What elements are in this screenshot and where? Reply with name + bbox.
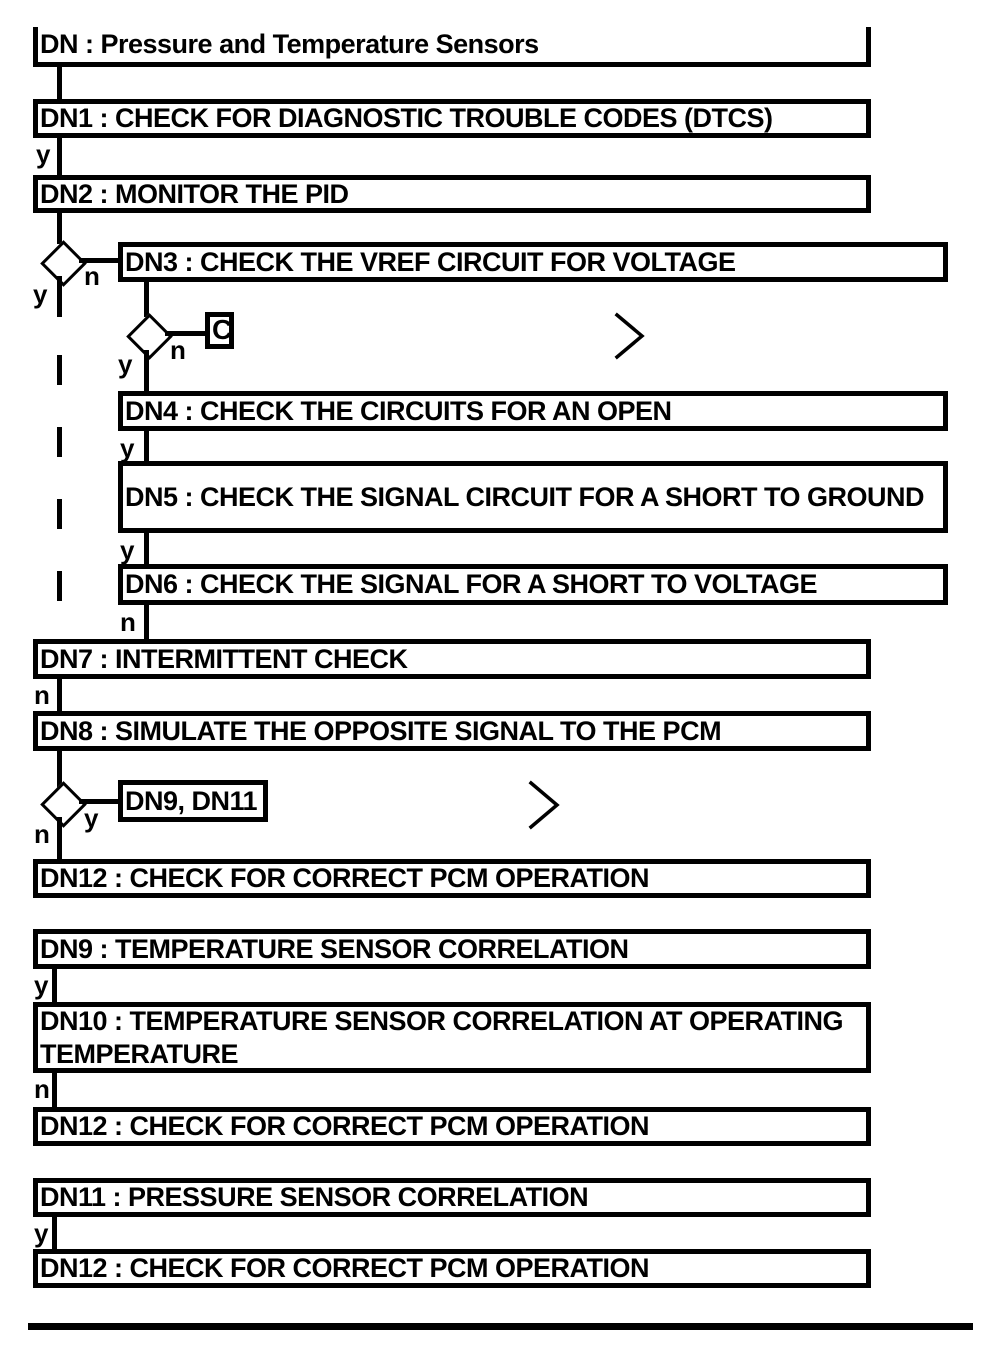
node-dn1-label: DN1 : CHECK FOR DIAGNOSTIC TROUBLE CODES… (40, 103, 773, 134)
connector-line (57, 817, 62, 860)
branch-label-yes: y (33, 279, 48, 309)
dashed-connector-line (57, 355, 62, 639)
connector-line (57, 212, 62, 244)
connector-c-label: C (212, 314, 232, 346)
branch-label-no: n (34, 680, 50, 710)
node-dn10-label: DN10 : TEMPERATURE SENSOR CORRELATION AT… (40, 1005, 844, 1069)
node-dn12-label: DN12 : CHECK FOR CORRECT PCM OPERATION (40, 863, 650, 894)
node-dn2: DN2 : MONITOR THE PID (33, 175, 871, 213)
connector-line (79, 258, 119, 263)
connector-line (79, 799, 119, 804)
branch-label-no: n (170, 335, 186, 365)
branch-label-no: n (34, 1074, 50, 1104)
connector-line (57, 750, 62, 788)
branch-label-no: n (34, 819, 50, 849)
branch-label-yes: y (118, 349, 133, 379)
connector-line (144, 350, 149, 393)
connector-line (144, 430, 149, 462)
connector-line (144, 604, 149, 640)
connector-line (57, 137, 62, 176)
node-dn8-label: DN8 : SIMULATE THE OPPOSITE SIGNAL TO TH… (40, 715, 722, 746)
branch-label-yes: y (120, 433, 135, 463)
connector-line (57, 66, 62, 100)
node-dn12-a: DN12 : CHECK FOR CORRECT PCM OPERATION (33, 859, 871, 898)
branch-label-no: n (84, 261, 100, 291)
node-dn9: DN9 : TEMPERATURE SENSOR CORRELATION (33, 929, 871, 969)
node-dn4-label: DN4 : CHECK THE CIRCUITS FOR AN OPEN (125, 395, 672, 426)
branch-label-yes: y (84, 803, 99, 833)
connector-line (52, 968, 57, 1003)
connector-c: C (205, 312, 234, 349)
connector-line (52, 1072, 57, 1108)
chevron-right-icon (614, 312, 645, 360)
node-dn8: DN8 : SIMULATE THE OPPOSITE SIGNAL TO TH… (33, 711, 871, 751)
connector-line (165, 331, 205, 336)
node-dn12-c: DN12 : CHECK FOR CORRECT PCM OPERATION (33, 1249, 871, 1288)
node-dn7-label: DN7 : INTERMITTENT CHECK (40, 643, 408, 674)
connector-line (57, 678, 62, 712)
branch-label-no: n (120, 607, 136, 637)
node-dn5: DN5 : CHECK THE SIGNAL CIRCUIT FOR A SHO… (118, 461, 948, 533)
branch-label-yes: y (120, 535, 135, 565)
node-dn11-label: DN11 : PRESSURE SENSOR CORRELATION (40, 1182, 589, 1213)
node-dn1: DN1 : CHECK FOR DIAGNOSTIC TROUBLE CODES… (33, 99, 871, 138)
node-dn3: DN3 : CHECK THE VREF CIRCUIT FOR VOLTAGE (118, 242, 948, 282)
node-dn12-b: DN12 : CHECK FOR CORRECT PCM OPERATION (33, 1107, 871, 1146)
decision-diamond-dn2 (40, 240, 87, 287)
node-dn3-label: DN3 : CHECK THE VREF CIRCUIT FOR VOLTAGE (125, 246, 736, 277)
node-dn6-label: DN6 : CHECK THE SIGNAL FOR A SHORT TO VO… (125, 569, 818, 600)
connector-line (144, 281, 149, 317)
chevron-right-icon (528, 780, 560, 830)
bottom-divider (28, 1323, 973, 1330)
branch-label-yes: y (34, 1218, 49, 1248)
flowchart-title-label: DN : Pressure and Temperature Sensors (40, 29, 539, 60)
node-dn2-label: DN2 : MONITOR THE PID (40, 178, 349, 209)
node-dn4: DN4 : CHECK THE CIRCUITS FOR AN OPEN (118, 391, 948, 431)
branch-label-yes: y (36, 139, 51, 169)
node-dn5-label: DN5 : CHECK THE SIGNAL CIRCUIT FOR A SHO… (125, 481, 925, 512)
node-dn9-label: DN9 : TEMPERATURE SENSOR CORRELATION (40, 933, 629, 964)
decision-diamond-dn3 (126, 313, 173, 360)
node-dn10: DN10 : TEMPERATURE SENSOR CORRELATION AT… (33, 1002, 871, 1073)
goto-dn9-dn11-label: DN9, DN11 (125, 785, 258, 816)
node-dn12-label: DN12 : CHECK FOR CORRECT PCM OPERATION (40, 1111, 650, 1142)
node-dn11: DN11 : PRESSURE SENSOR CORRELATION (33, 1178, 871, 1217)
node-dn7: DN7 : INTERMITTENT CHECK (33, 639, 871, 679)
branch-label-yes: y (34, 970, 49, 1000)
flowchart-title: DN : Pressure and Temperature Sensors (33, 27, 871, 67)
node-dn6: DN6 : CHECK THE SIGNAL FOR A SHORT TO VO… (118, 564, 948, 605)
connector-line (144, 532, 149, 565)
node-dn12-label: DN12 : CHECK FOR CORRECT PCM OPERATION (40, 1253, 650, 1284)
goto-dn9-dn11: DN9, DN11 (118, 780, 268, 822)
connector-line (57, 276, 62, 317)
connector-line (52, 1216, 57, 1250)
